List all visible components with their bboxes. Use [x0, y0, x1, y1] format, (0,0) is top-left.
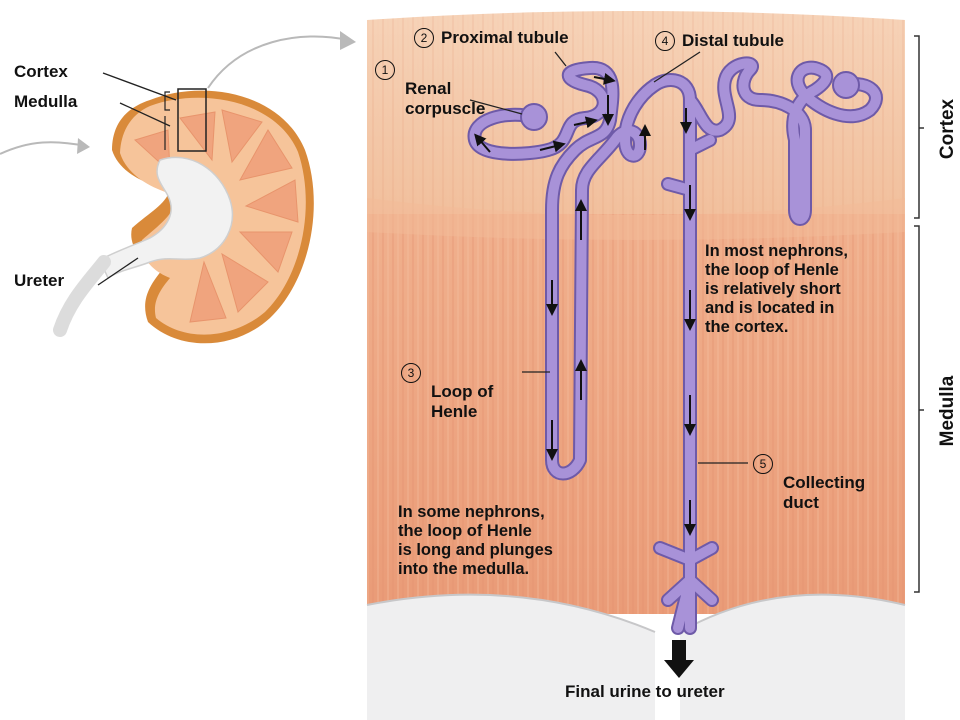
part-label: Loop of Henle [431, 382, 494, 421]
note-short-loop: In most nephrons, the loop of Henle is r… [705, 242, 849, 336]
nephron-tubules [467, 56, 883, 635]
cortex-medulla-detail-box [177, 88, 207, 152]
part-distal-tubule: 4 Distal tubule [655, 31, 784, 51]
ureter-label: Ureter [14, 271, 65, 290]
tissue-block [366, 11, 906, 720]
part-label: Proximal tubule [441, 28, 569, 47]
part-number: 2 [414, 28, 434, 48]
medulla-label: Medulla [14, 92, 78, 111]
part-label: Distal tubule [682, 31, 785, 50]
leader-lines [469, 51, 748, 464]
kidney-illustration [0, 31, 356, 344]
ureter-tube [53, 255, 111, 337]
part-number: 3 [401, 363, 421, 383]
renal-corpuscle-ball [520, 103, 548, 131]
part-label: Collecting duct [783, 473, 866, 512]
side-label-cortex: Cortex [937, 98, 958, 160]
part-number: 5 [753, 454, 773, 474]
renal-pelvis [99, 156, 234, 280]
renal-corpuscle-ball-2 [832, 71, 860, 99]
side-label-medulla: Medulla [937, 375, 958, 447]
part-label: Renal corpuscle [405, 79, 486, 118]
region-brackets [914, 35, 924, 593]
final-urine-label: Final urine to ureter [565, 682, 725, 701]
final-urine-arrow [664, 640, 694, 678]
flow-arrows [474, 72, 696, 536]
cortex-label: Cortex [14, 62, 68, 81]
note-long-loop: In some nephrons, the loop of Henle is l… [398, 503, 553, 578]
part-proximal-tubule: 2 Proximal tubule [414, 28, 569, 48]
part-number: 4 [655, 31, 675, 51]
zoom-arrow [207, 35, 349, 89]
part-number: 1 [375, 60, 395, 80]
incoming-arrow [0, 141, 87, 155]
